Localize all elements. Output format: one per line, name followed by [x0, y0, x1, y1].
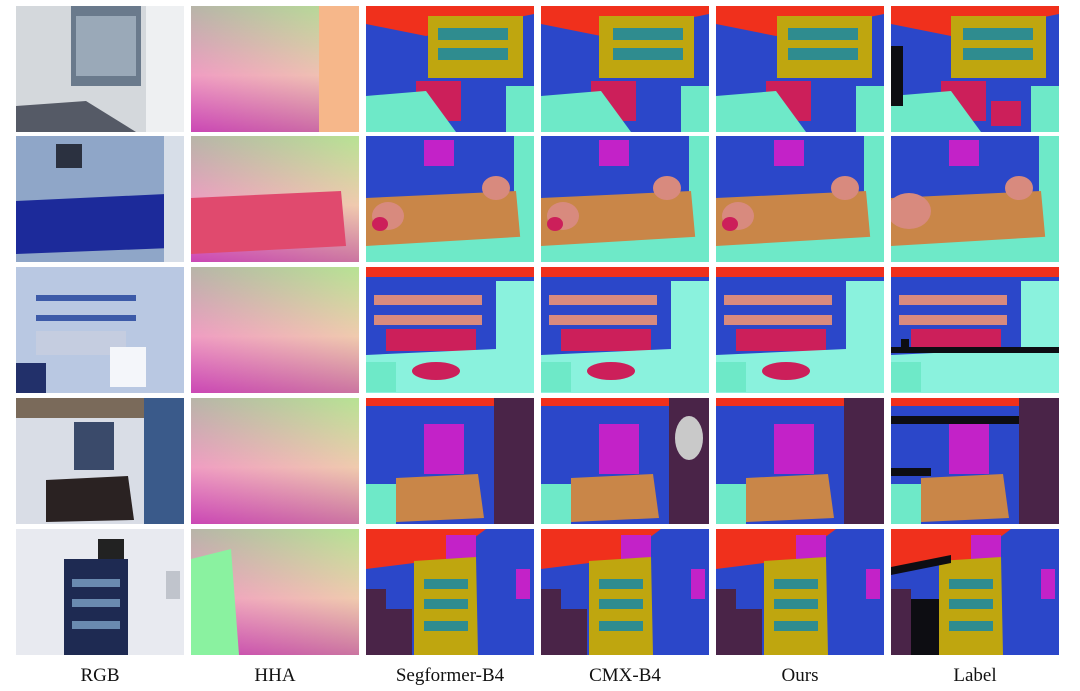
cell-rgb-row-1: [16, 6, 184, 132]
rgb-image-row-5: [16, 529, 184, 655]
cmx-image-row-4: [541, 398, 709, 524]
label-image-row-2: [891, 136, 1059, 262]
cell-ours-row-3: [716, 267, 884, 393]
cell-label-row-5: [891, 529, 1059, 655]
ours-image-row-5: [716, 529, 884, 655]
segformer-image-row-1: [366, 6, 534, 132]
label-image-row-3: [891, 267, 1059, 393]
segformer-image-row-4: [366, 398, 534, 524]
cell-label-row-3: [891, 267, 1059, 393]
label-image-row-1: [891, 6, 1059, 132]
cmx-image-row-1: [541, 6, 709, 132]
column-label-ours: Ours: [781, 665, 819, 686]
rgb-image-row-2: [16, 136, 184, 262]
column-label-hha: HHA: [254, 665, 296, 686]
cell-segformer-row-3: [366, 267, 534, 393]
label-image-row-4: [891, 398, 1059, 524]
cell-segformer-row-2: [366, 136, 534, 262]
cmx-image-row-5: [541, 529, 709, 655]
rgb-image-row-4: [16, 398, 184, 524]
cell-segformer-row-5: [366, 529, 534, 655]
hha-image-row-5: [191, 529, 359, 655]
ours-image-row-4: [716, 398, 884, 524]
ours-image-row-2: [716, 136, 884, 262]
segformer-image-row-3: [366, 267, 534, 393]
hha-image-row-4: [191, 398, 359, 524]
cell-cmx-row-4: [541, 398, 709, 524]
cell-cmx-row-3: [541, 267, 709, 393]
cell-hha-row-4: [191, 398, 359, 524]
column-label-cmx-b4: CMX-B4: [589, 665, 661, 686]
segformer-image-row-2: [366, 136, 534, 262]
cell-hha-row-3: [191, 267, 359, 393]
cell-cmx-row-1: [541, 6, 709, 132]
column-label-label: Label: [953, 665, 997, 686]
ours-image-row-1: [716, 6, 884, 132]
cell-rgb-row-2: [16, 136, 184, 262]
cell-ours-row-2: [716, 136, 884, 262]
cell-rgb-row-3: [16, 267, 184, 393]
cell-cmx-row-2: [541, 136, 709, 262]
column-label-segformer-b4: Segformer-B4: [395, 665, 505, 686]
cell-hha-row-5: [191, 529, 359, 655]
cell-rgb-row-5: [16, 529, 184, 655]
cell-segformer-row-1: [366, 6, 534, 132]
cmx-image-row-3: [541, 267, 709, 393]
rgb-image-row-1: [16, 6, 184, 132]
cell-hha-row-2: [191, 136, 359, 262]
label-image-row-5: [891, 529, 1059, 655]
cell-cmx-row-5: [541, 529, 709, 655]
segformer-image-row-5: [366, 529, 534, 655]
cell-label-row-1: [891, 6, 1059, 132]
rgb-image-row-3: [16, 267, 184, 393]
cell-rgb-row-4: [16, 398, 184, 524]
hha-image-row-2: [191, 136, 359, 262]
cell-hha-row-1: [191, 6, 359, 132]
cell-segformer-row-4: [366, 398, 534, 524]
hha-image-row-3: [191, 267, 359, 393]
column-label-rgb: RGB: [80, 665, 120, 686]
hha-image-row-1: [191, 6, 359, 132]
cell-ours-row-1: [716, 6, 884, 132]
cell-label-row-4: [891, 398, 1059, 524]
ours-image-row-3: [716, 267, 884, 393]
cell-ours-row-4: [716, 398, 884, 524]
cell-label-row-2: [891, 136, 1059, 262]
cell-ours-row-5: [716, 529, 884, 655]
cmx-image-row-2: [541, 136, 709, 262]
